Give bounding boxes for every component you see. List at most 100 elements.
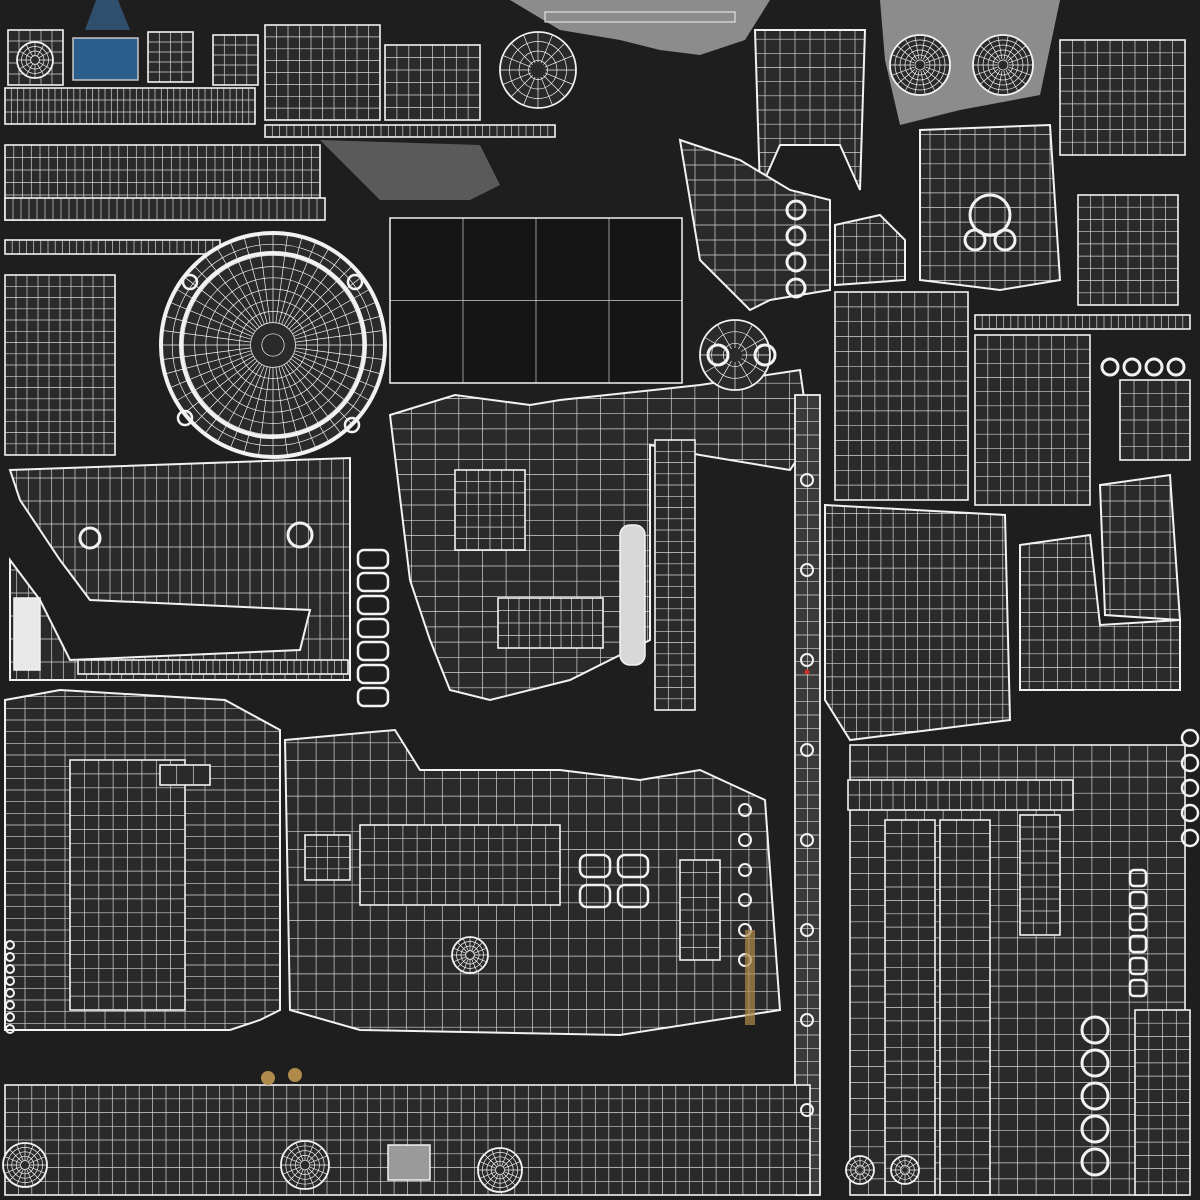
uv-island-seat-upper-wires [360,825,560,905]
uv-seat-vent-dot [738,803,752,817]
uv-island-right-thin-strip-wires [981,315,1184,329]
uv-right-bottom-ring [1080,1114,1110,1144]
uv-door-dot [5,976,15,986]
uv-island-door-switch [159,764,211,786]
gauge-inner-ring [179,251,367,439]
switch-knob-2 [963,228,987,252]
uv-right-square [1128,912,1148,932]
uv-island-switch-panel-wires [920,125,1060,290]
uv-bracket-hole [785,277,807,299]
uv-island-small-box-3-wires [213,35,258,85]
uv-island-round-knob-small-spokes [17,42,53,78]
uv-island-right-panel-large-wires [825,505,1010,740]
uv-island-blue-lamp [72,37,139,81]
uv-island-dash-strip-wires [84,660,342,674]
uv-island-disc-left-ring [914,59,926,71]
uv-island-right-flare-wires [975,335,1090,505]
uv-red-marker [804,669,810,675]
uv-island-zigzag-strip [4,197,326,221]
uv-door-dot [5,940,15,950]
uv-strip-pin [800,653,814,667]
uv-island-column-b-wires [940,820,990,1195]
uv-strip-pin [800,833,814,847]
uv-button-pill [356,617,390,639]
uv-button-pill [356,686,390,708]
uv-island-column-b [939,819,991,1196]
uv-island-strip-top-left-wires [5,88,255,124]
uv-island-right-column-top-wires [1100,475,1180,620]
gauge-bolt-2 [346,273,364,291]
switch-knob-3 [993,228,1017,252]
uv-right-square [1128,868,1148,888]
uv-island-column-c [1019,814,1061,936]
uv-seat-pill [578,883,612,909]
uv-right-edge-ring [1180,753,1200,773]
uv-island-right-panel-large-outline [824,503,1012,742]
uv-island-console-column-wires [655,440,695,710]
uv-button-pill [356,571,390,593]
uv-island-right-panel-upper-wires [835,292,968,500]
uv-island-door-pocket-wires [70,760,185,1010]
uv-dashboard-bolt-1 [78,526,102,550]
uv-island-right-edge-panel [1134,1009,1191,1196]
uv-lamp-glow [85,0,130,30]
uv-right-edge-ring [1180,828,1200,848]
uv-strip-pin [800,563,814,577]
uv-island-right-box-wires [1120,380,1190,460]
uv-island-seat-center-outline [283,728,782,1037]
uv-island-right-flare [974,334,1091,506]
uv-right-bottom-ring [1080,1048,1110,1078]
uv-island-bottom-strip-wires [5,1085,810,1195]
uv-seat-pill [616,853,650,879]
uv-island-t-bar [847,779,1074,811]
uv-button-pill [356,548,390,570]
uv-island-arch-small [834,213,906,287]
gauge-bolt-3 [176,409,194,427]
uv-island-center-console-outline [388,368,812,702]
uv-gold-dot-2 [288,1068,302,1082]
uv-island-right-box [1119,379,1191,461]
uv-island-bottom-disc-3-spokes [478,1148,522,1192]
uv-island-round-knob [499,31,577,109]
uv-gold-strip [745,930,755,1025]
uv-door-dot [5,988,15,998]
uv-bracket-hole [785,199,807,221]
uv-island-corner-cushion [1059,39,1186,156]
uv-door-dot [5,1024,15,1034]
uv-right-square [1128,934,1148,954]
uv-strip-pin [800,743,814,757]
uv-dashboard-bolt-2 [286,521,314,549]
uv-island-dark-screen [389,217,683,384]
uv-island-right-panel-large [824,503,1012,742]
console-knob-1 [706,343,730,367]
uv-island-right-column-top-outline [1098,473,1182,622]
uv-seat-vent-dot [738,833,752,847]
uv-island-bottom-disc-1 [2,1142,48,1188]
uv-island-dashboard-left-outline [8,456,351,681]
uv-island-vent-wires [680,860,720,960]
uv-island-door-switch-wires [176,765,194,785]
uv-island-bottom-disc-2 [280,1140,330,1190]
uv-right-bottom-ring [1080,1147,1110,1177]
uv-island-seat-small-wires [305,835,350,880]
uv-right-edge-ring [1180,728,1200,748]
uv-island-gauge-ring [160,232,386,458]
uv-island-thin-strip-2-wires [271,125,549,137]
uv-island-small-box-2 [147,31,194,83]
uv-island-long-vertical-strip [794,394,821,1196]
uv-island-panel-left-wires [5,275,115,455]
uv-seat-pill [616,883,650,909]
uv-island-long-vertical-strip-wires [795,395,820,1195]
uv-strip-pin [800,473,814,487]
switch-knob-1 [968,193,1012,237]
uv-island-bottom-right-knob-2 [890,1155,920,1185]
uv-island-right-panel-upper [834,291,969,501]
uv-island-speaker-spokes [452,937,488,973]
uv-right-square [1128,956,1148,976]
uv-island-disc-left [889,34,951,96]
uv-island-door-pocket [69,759,186,1011]
uv-island-console-hole-wires [455,470,525,550]
uv-island-column-c-wires [1020,815,1060,935]
uv-island-door-switch-outline [159,764,211,786]
uv-island-switch-panel [919,123,1062,292]
